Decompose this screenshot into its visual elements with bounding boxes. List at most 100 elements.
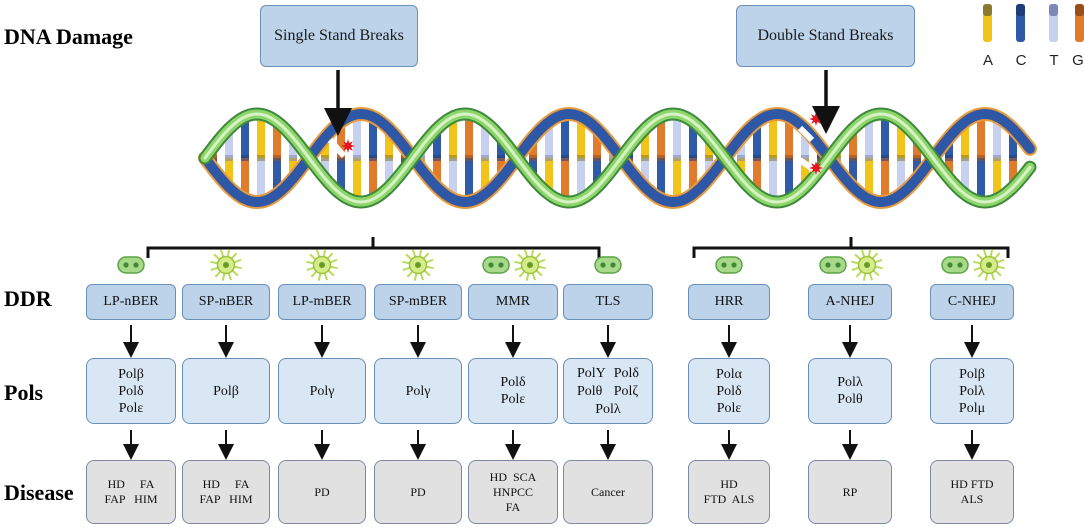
cell-icon [715, 256, 743, 274]
base-pair-half [593, 128, 601, 158]
neuron-nucleus [864, 262, 870, 268]
neuron-dendrite [872, 269, 880, 277]
base-pair-bond [337, 155, 345, 161]
neuron-dendrite [854, 253, 862, 261]
base-pair-half [337, 158, 345, 195]
base-pair-half [897, 158, 905, 195]
cell-nucleus [947, 262, 953, 268]
neuron-dendrite [402, 266, 411, 272]
base-pair-half [385, 158, 393, 188]
base-pair-bond [545, 155, 553, 161]
legend-swatch-t [1049, 4, 1058, 42]
polymerase-box: Polγ [374, 358, 462, 424]
base-pair-bond [849, 155, 857, 161]
neuron-icon [851, 249, 883, 281]
base-pair-half [785, 116, 793, 158]
base-pair-bond [897, 155, 905, 161]
neuron-dendrite [322, 249, 327, 258]
disease-list: HD FA FAP HIM [104, 477, 158, 506]
cell-body [482, 256, 510, 274]
cell-nucleus [835, 262, 841, 268]
strand-gap [797, 125, 815, 143]
neuron-nucleus [527, 262, 533, 268]
base-pair-half [801, 128, 809, 158]
ddr-box-c-nhej: C-NHEJ [930, 284, 1014, 320]
neuron-icon [306, 249, 338, 281]
neuron-dendrite [231, 269, 239, 277]
polymerase-list: Polγ [405, 383, 431, 399]
base-pair-bond [449, 155, 457, 161]
base-pair-half [785, 158, 793, 200]
neuron-nucleus [986, 262, 992, 268]
base-pair-bond [673, 155, 681, 161]
base-pair-half [673, 114, 681, 158]
base-pair-bond [785, 155, 793, 161]
base-pair-half [225, 128, 233, 158]
neuron-dendrite [226, 249, 231, 258]
base-pair-half [257, 114, 265, 158]
legend-label-t: T [1049, 52, 1059, 69]
disease-box: Cancer [563, 460, 653, 524]
polymerase-name: Polθ [576, 383, 603, 399]
polymerase-list: Polβ Polδ Polε [118, 366, 144, 416]
neuron-dendrite [973, 260, 982, 265]
disease-box: PD [278, 460, 366, 524]
base-pair-bond [593, 155, 601, 161]
base-pair-half [977, 114, 985, 158]
neuron-dendrite [531, 272, 537, 281]
base-pair-half [577, 116, 585, 158]
legend-swatches [983, 4, 1084, 42]
neuron-dendrite [874, 258, 883, 264]
base-pair-half [577, 158, 585, 200]
neuron-dendrite [210, 266, 219, 272]
base-pair-half [993, 158, 1001, 200]
base-pair-half [465, 114, 473, 158]
neuron-dendrite [535, 269, 543, 277]
ddr-box-sp-nber: SP-nBER [182, 284, 270, 320]
base-pair-bond [689, 155, 697, 161]
disease-list: HD FA FAP HIM [199, 477, 253, 506]
neuron-dendrite [517, 253, 525, 261]
polymerase-name: Polζ [613, 383, 639, 399]
base-pair-bond [257, 155, 265, 161]
base-pair-half [481, 121, 489, 158]
base-pair-half [241, 158, 249, 200]
legend-swatch-g [1075, 4, 1084, 42]
disease-list: RP [842, 484, 858, 499]
base-pair-half [849, 158, 857, 188]
neuron-dendrite [514, 260, 523, 265]
base-pair-bond [433, 155, 441, 161]
neuron-dendrite [419, 272, 425, 281]
neuron-dendrite [413, 272, 418, 281]
legend-swatch-c [1016, 4, 1025, 42]
neuron-dendrite [306, 260, 315, 265]
neuron-dendrite [525, 272, 530, 281]
ddr-box-sp-mber: SP-mBER [374, 284, 462, 320]
base-pair-bond [1009, 155, 1017, 161]
neuron-nucleus [319, 262, 325, 268]
cell-nucleus [488, 262, 494, 268]
neuron-dendrite [537, 265, 546, 270]
base-pair-half [737, 158, 745, 179]
base-pair-half [593, 158, 601, 188]
base-pair-half [977, 158, 985, 202]
base-pair-bond [705, 155, 713, 161]
neuron-dendrite [514, 266, 523, 272]
cell-nucleus [123, 262, 129, 268]
backbone-highlight [203, 112, 1032, 204]
base-pair-bond [753, 155, 761, 161]
legend-label-g: G [1072, 52, 1084, 69]
base-pair-half [961, 158, 969, 195]
cell-icon [941, 256, 969, 274]
base-pair-bond [641, 155, 649, 161]
base-pair-half [545, 158, 553, 195]
disease-box: HD FTD ALS [930, 460, 1014, 524]
base-pair-half [1009, 128, 1017, 158]
neuron-dendrite [230, 252, 238, 260]
legend-swatch-a [983, 4, 992, 42]
neuron-dendrite [874, 265, 883, 270]
damage-burst-icon [341, 139, 355, 153]
polymerase-name: PolY [576, 365, 606, 381]
